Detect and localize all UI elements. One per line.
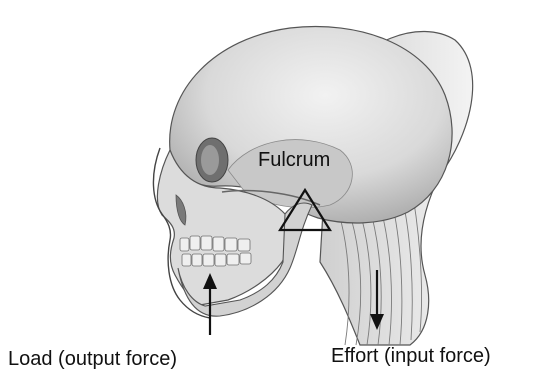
load-label: Load (output force) — [8, 349, 177, 369]
effort-label: Effort (input force) — [331, 346, 491, 366]
fulcrum-label: Fulcrum — [258, 150, 330, 170]
